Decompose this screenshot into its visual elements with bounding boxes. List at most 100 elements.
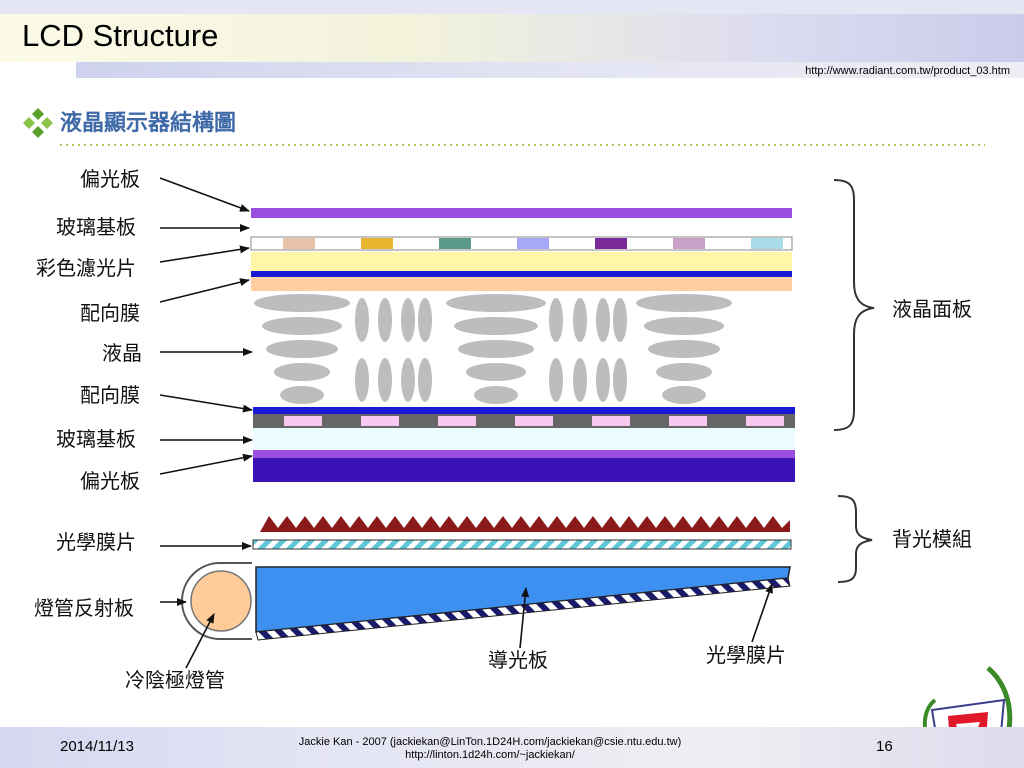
color-filter-cell (361, 238, 393, 249)
liquid-crystal-molecules (254, 294, 732, 404)
lc-molecule (401, 358, 415, 402)
arrow-polarizer-bottom (159, 453, 253, 475)
tft-cell (669, 416, 707, 426)
color-filter-cell (751, 238, 783, 249)
polarizer-top-layer (251, 208, 792, 218)
reflector-film (255, 577, 791, 641)
arrow-color-filter (159, 245, 250, 263)
arrow-alignment-bottom (159, 394, 253, 413)
label-polarizer-bottom: 偏光板 (80, 469, 140, 493)
lc-molecule (613, 358, 627, 402)
ccfl-lamp (190, 570, 252, 632)
label-light-guide: 導光板 (488, 648, 548, 672)
lc-molecule (466, 363, 526, 381)
arrow-polarizer-top (159, 177, 250, 212)
tft-cell (438, 416, 476, 426)
tft-cell (515, 416, 553, 426)
lc-molecule (401, 298, 415, 342)
lc-molecule (656, 363, 712, 381)
lc-molecule (378, 358, 392, 402)
lc-molecule (355, 358, 369, 402)
footer-credit: Jackie Kan - 2007 (jackiekan@LinTon.1D24… (280, 736, 700, 762)
label-liquid-crystal: 液晶 (102, 341, 142, 365)
alignment-top-line (251, 271, 792, 277)
glass-bottom-layer (253, 428, 795, 450)
lc-molecule (549, 358, 563, 402)
label-ccfl: 冷陰極燈管 (125, 668, 225, 692)
lc-molecule (254, 294, 350, 312)
arrow-ccfl (185, 613, 215, 669)
label-glass-bottom: 玻璃基板 (56, 427, 136, 451)
lc-molecule (596, 358, 610, 402)
tft-cell (746, 416, 784, 426)
lc-molecule (446, 294, 546, 312)
polarizer-bottom-top-layer (253, 450, 795, 458)
color-filter-cell (439, 238, 471, 249)
footer-credit-line2: http://linton.1d24h.com/~jackiekan/ (405, 749, 575, 761)
lc-molecule (418, 298, 432, 342)
color-filter-cell (517, 238, 549, 249)
label-optical-film-right: 光學膜片 (706, 643, 786, 667)
tft-cell (592, 416, 630, 426)
backlight-brace (837, 495, 873, 583)
lc-molecule (636, 294, 732, 312)
label-alignment-top: 配向膜 (80, 301, 140, 325)
lc-molecule (573, 298, 587, 342)
lc-molecule (596, 298, 610, 342)
diagram-heading: 液晶顯示器結構圖 (60, 110, 236, 136)
polarizer-bottom-layer (253, 458, 795, 482)
lc-molecule (662, 386, 706, 404)
tft-cell (284, 416, 322, 426)
source-url: http://www.radiant.com.tw/product_03.htm (805, 65, 1010, 77)
lc-molecule (549, 298, 563, 342)
color-filter-cell (283, 238, 315, 249)
arrow-alignment-top (159, 278, 250, 303)
label-lamp-reflector: 燈管反射板 (34, 596, 134, 620)
page-number: 16 (876, 738, 893, 755)
label-alignment-bottom: 配向膜 (80, 383, 140, 407)
pointer-arrows (159, 177, 773, 669)
color-filter-cell (595, 238, 627, 249)
lc-molecule (573, 358, 587, 402)
prism-sheet (260, 516, 790, 532)
lc-molecule (355, 298, 369, 342)
lc-molecule (454, 317, 538, 335)
arrow-light-guide (519, 587, 530, 649)
footer-band (0, 727, 1024, 768)
page-title: LCD Structure (22, 18, 219, 53)
label-color-filter: 彩色濾光片 (36, 256, 136, 280)
lc-molecule (262, 317, 342, 335)
label-optical-film: 光學膜片 (56, 530, 136, 554)
label-backlight-module: 背光模組 (892, 527, 972, 551)
lcd-panel-brace (833, 179, 875, 431)
lc-molecule (274, 363, 330, 381)
tft-cell (361, 416, 399, 426)
lc-molecule (266, 340, 338, 358)
optical-film-layer (252, 539, 792, 550)
top-band (0, 0, 1024, 14)
title-band (0, 14, 1024, 62)
lc-molecule (280, 386, 324, 404)
lc-molecule (648, 340, 720, 358)
footer-date: 2014/11/13 (60, 738, 134, 755)
lc-molecule (474, 386, 518, 404)
alignment-bottom-line (253, 407, 795, 414)
lc-molecule (644, 317, 724, 335)
arrow-optical-film-right (751, 583, 773, 643)
heading-bullet-icon (23, 108, 53, 138)
alignment-top-layer (251, 277, 792, 291)
subtitle-band (76, 62, 1024, 78)
color-filter-cells (283, 238, 783, 249)
lc-molecule (458, 340, 534, 358)
lc-molecule (378, 298, 392, 342)
color-filter-layer (251, 252, 792, 271)
label-glass-top: 玻璃基板 (56, 215, 136, 239)
footer-credit-line1: Jackie Kan - 2007 (jackiekan@LinTon.1D24… (298, 736, 682, 748)
label-lcd-panel: 液晶面板 (892, 297, 972, 321)
color-filter-cell (673, 238, 705, 249)
lc-molecule (418, 358, 432, 402)
lc-molecule (613, 298, 627, 342)
label-polarizer-top: 偏光板 (80, 167, 140, 191)
tft-cells (284, 416, 784, 426)
